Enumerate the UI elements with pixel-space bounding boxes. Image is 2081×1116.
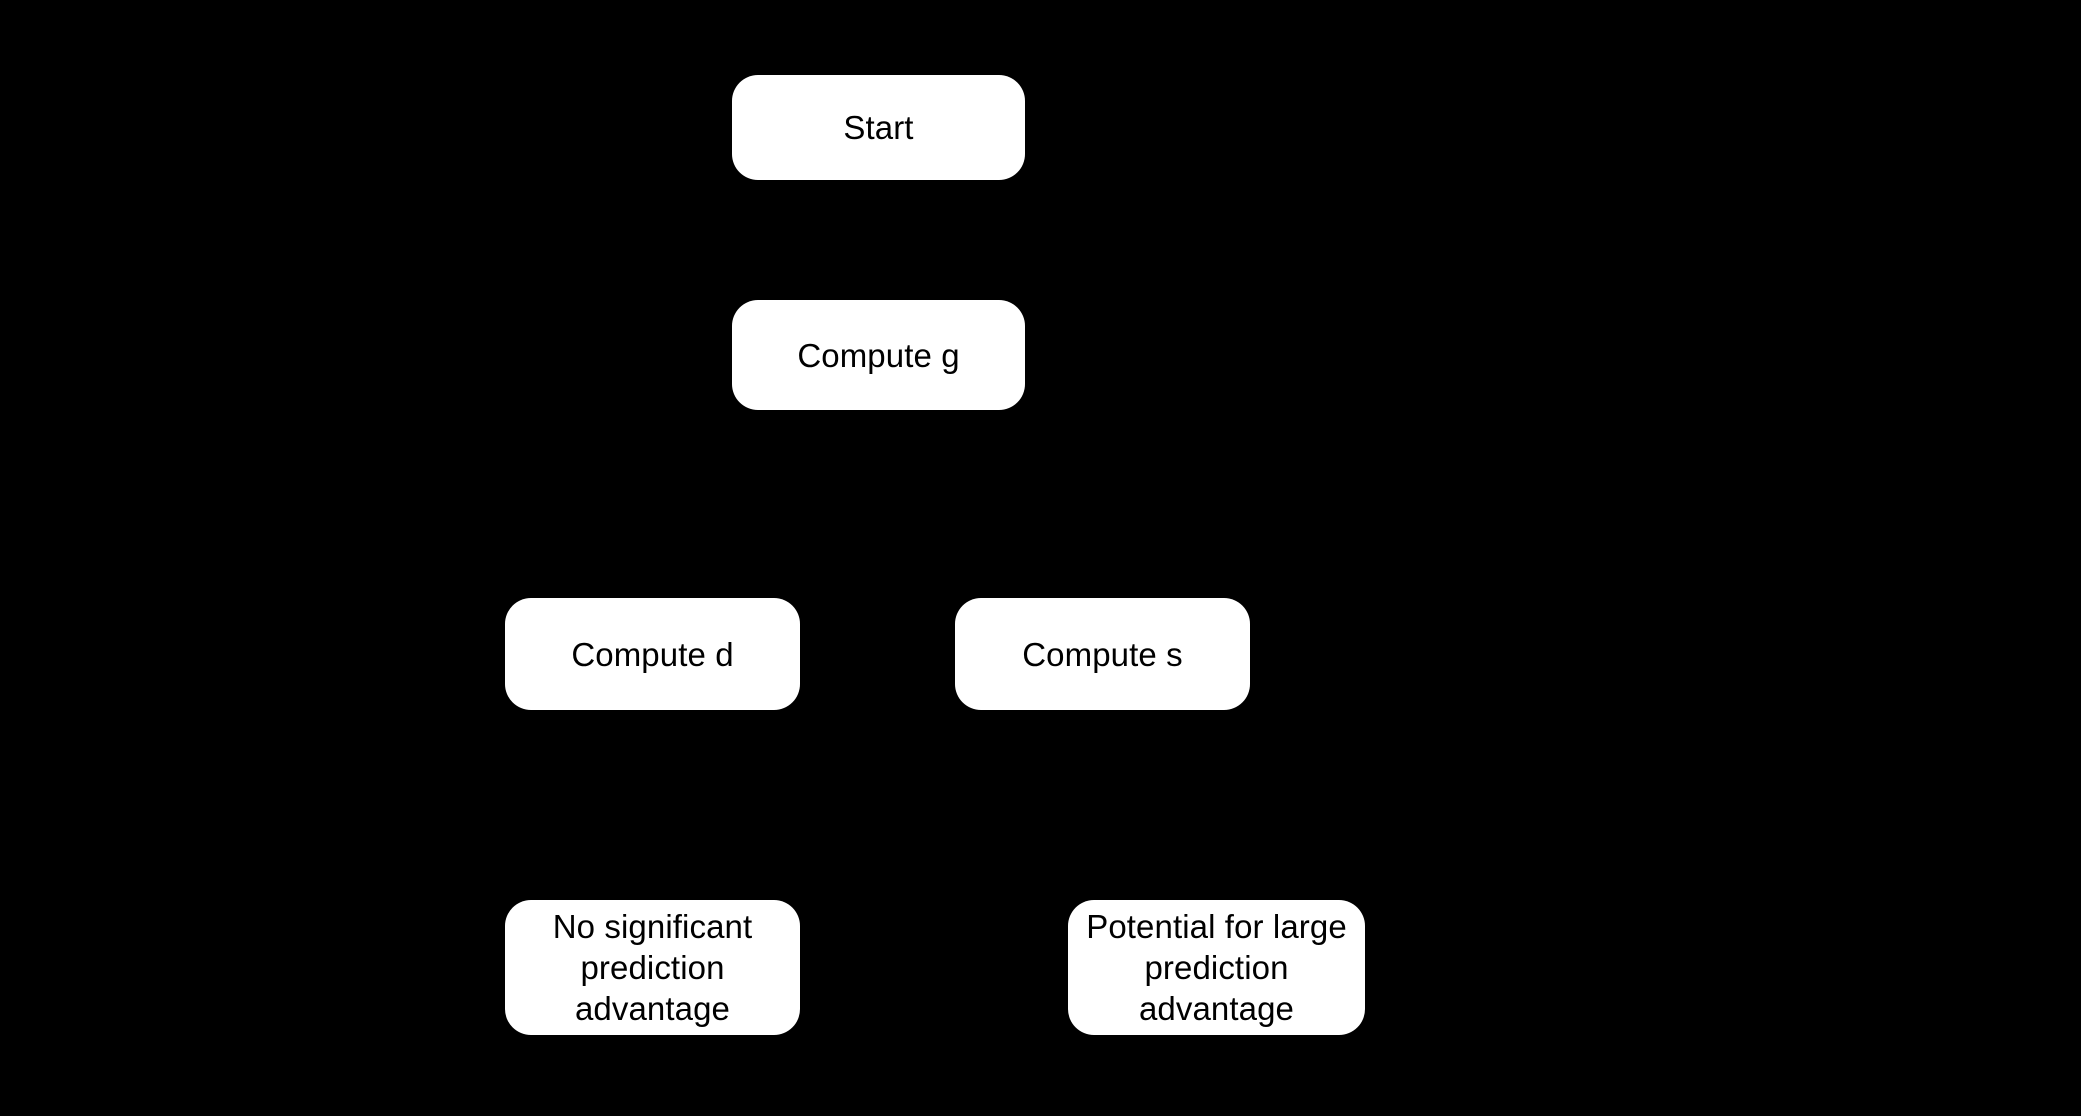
node-start[interactable]: Start xyxy=(732,75,1025,180)
node-no-significant-prediction-advantage[interactable]: No significant prediction advantage xyxy=(505,900,800,1035)
node-compute-s[interactable]: Compute s xyxy=(955,598,1250,710)
edge-compute-g-to-compute-s xyxy=(876,410,1116,604)
node-compute-g[interactable]: Compute g xyxy=(732,300,1025,410)
edge-compute-g-to-compute-d xyxy=(638,410,880,604)
node-no-advantage-label: No significant prediction advantage xyxy=(552,908,753,1027)
node-compute-s-label: Compute s xyxy=(1022,635,1183,673)
edge-compute-s-to-large-advantage xyxy=(983,706,1230,906)
node-compute-g-label: Compute g xyxy=(797,336,960,374)
node-compute-d-label: Compute d xyxy=(571,635,734,673)
node-potential-large-prediction-advantage[interactable]: Potential for large prediction advantage xyxy=(1068,900,1365,1035)
node-compute-d[interactable]: Compute d xyxy=(505,598,800,710)
node-large-advantage-label: Potential for large prediction advantage xyxy=(1086,908,1347,1027)
node-start-label: Start xyxy=(843,109,914,146)
